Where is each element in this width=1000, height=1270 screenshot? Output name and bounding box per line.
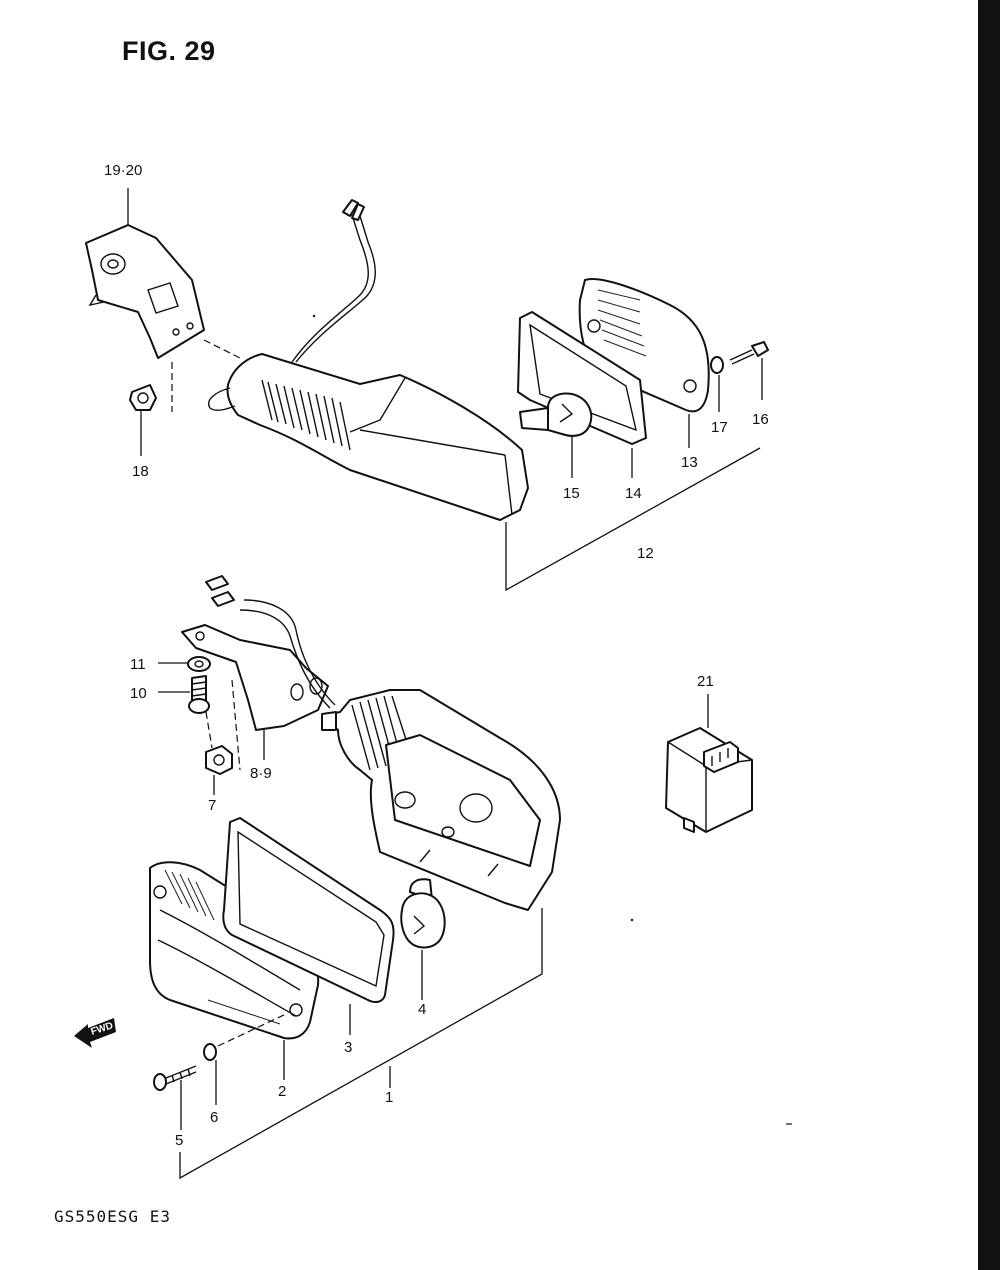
callout-18: 18 — [132, 463, 149, 480]
relay-21 — [665, 727, 753, 833]
front-screw-5 — [153, 1065, 197, 1091]
callout-7: 7 — [208, 797, 216, 814]
callout-15: 15 — [563, 485, 580, 502]
fwd-arrow: FWD — [74, 1018, 116, 1048]
rear-signal-wires — [291, 199, 376, 363]
rear-gasket-14 — [517, 311, 647, 445]
front-nut-7 — [205, 745, 233, 775]
callout-5: 5 — [175, 1132, 183, 1149]
callout-8-9: 8·9 — [250, 765, 272, 782]
callout-1: 1 — [385, 1089, 393, 1106]
callout-21: 21 — [697, 673, 714, 690]
front-washer-6 — [203, 1043, 217, 1061]
front-signal-housing — [321, 689, 561, 911]
front-bracket-8-9 — [181, 624, 329, 731]
page-border-right — [978, 0, 1000, 1270]
callout-17: 17 — [711, 419, 728, 436]
front-gasket-3 — [222, 817, 395, 1004]
rear-screw-16 — [729, 341, 769, 365]
rear-washer-17 — [710, 356, 724, 374]
rear-bracket — [85, 224, 205, 359]
front-washer-11 — [187, 656, 211, 672]
front-lens-2 — [149, 861, 320, 1040]
callout-4: 4 — [418, 1001, 426, 1018]
callout-3: 3 — [344, 1039, 352, 1056]
callout-2: 2 — [278, 1083, 286, 1100]
speck — [630, 918, 634, 922]
callout-12: 12 — [637, 545, 654, 562]
rear-nut-18 — [129, 384, 157, 411]
callout-16: 16 — [752, 411, 769, 428]
callout-13: 13 — [681, 454, 698, 471]
callout-6: 6 — [210, 1109, 218, 1126]
front-bulb-4 — [400, 878, 446, 949]
callout-19-20: 19·20 — [104, 162, 142, 179]
callout-10: 10 — [130, 685, 147, 702]
model-code: GS550ESG E3 — [54, 1207, 171, 1226]
front-signal-wires — [205, 575, 336, 709]
figure-title: FIG. 29 — [122, 36, 216, 66]
callout-11: 11 — [130, 656, 146, 673]
front-bolt-10 — [188, 675, 210, 714]
callout-14: 14 — [625, 485, 642, 502]
speck — [312, 314, 316, 318]
rear-signal-housing — [208, 353, 529, 521]
rear-bulb-15 — [519, 392, 593, 437]
